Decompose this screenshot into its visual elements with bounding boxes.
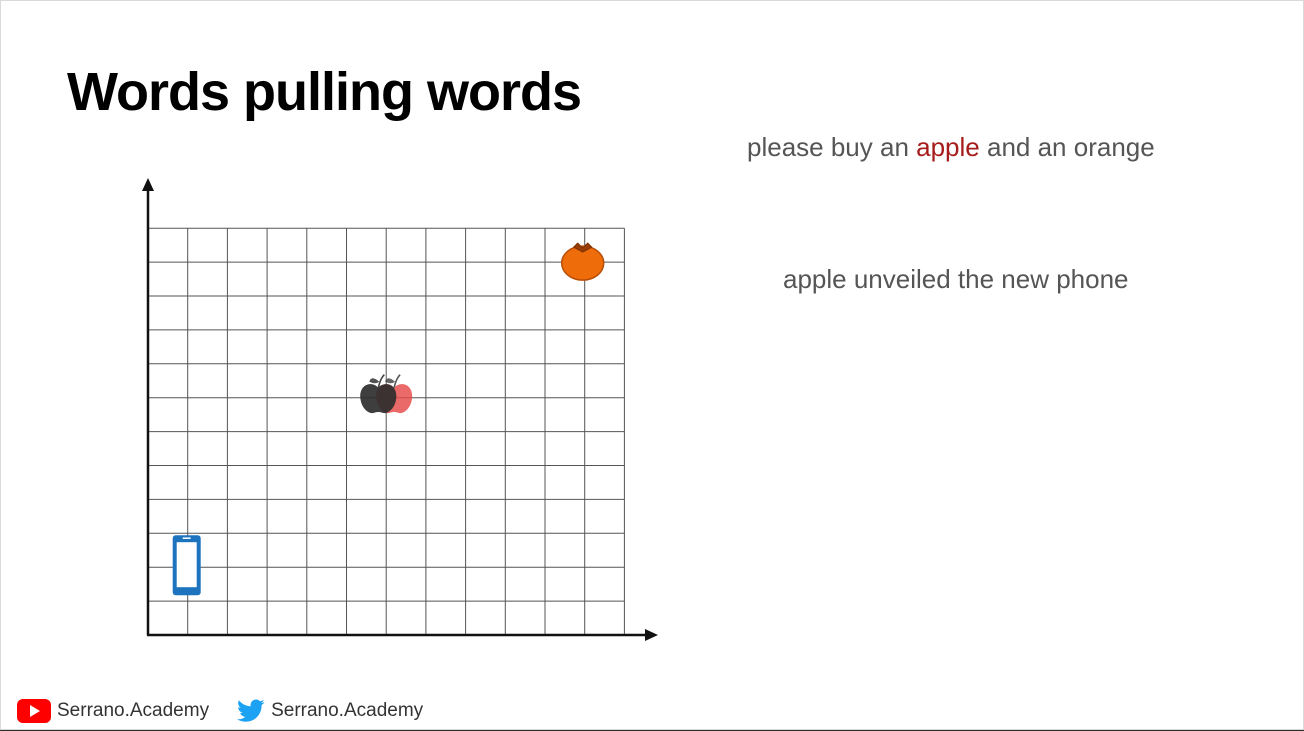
sentence-1-after: and an orange — [979, 132, 1155, 162]
apple-dark-icon — [360, 374, 397, 414]
word-items — [172, 242, 605, 596]
sentence-2: apple unveiled the new phone — [783, 264, 1129, 295]
footer: Serrano.Academy Serrano.Academy — [17, 699, 451, 723]
youtube-label: Serrano.Academy — [57, 700, 210, 721]
sentence-2-text: apple unveiled the new phone — [783, 264, 1129, 294]
youtube-icon — [17, 699, 51, 723]
twitter-label: Serrano.Academy — [271, 700, 424, 721]
orange-icon — [560, 242, 605, 281]
youtube-link[interactable]: Serrano.Academy — [17, 699, 209, 723]
twitter-link[interactable]: Serrano.Academy — [237, 699, 423, 723]
phone-icon — [172, 535, 201, 596]
twitter-icon — [237, 699, 265, 722]
sentence-1-highlight: apple — [916, 132, 980, 162]
sentence-1-before: please buy an — [747, 132, 917, 162]
sentence-1: please buy an apple and an orange — [747, 132, 1155, 163]
y-axis-arrow — [142, 178, 154, 191]
slide-title: Words pulling words — [67, 62, 582, 122]
axes — [142, 178, 658, 641]
x-axis-arrow — [645, 629, 658, 641]
grid — [147, 227, 625, 636]
